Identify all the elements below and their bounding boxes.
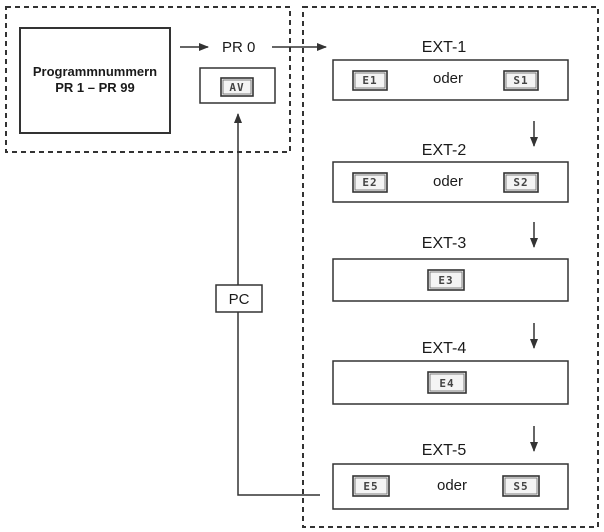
ext5-or: oder [437, 477, 467, 494]
program-box-line1: Programmnummern [33, 64, 157, 79]
ext2-or: oder [433, 173, 463, 190]
e2-key[interactable]: E2 [352, 172, 388, 193]
ext1-title: EXT-1 [422, 39, 467, 56]
ext-group-dashed-border [302, 6, 599, 528]
ext3-title: EXT-3 [422, 235, 467, 252]
program-number-box [19, 27, 171, 134]
s5-key[interactable]: S5 [502, 475, 540, 497]
s1-key[interactable]: S1 [503, 70, 539, 91]
e4-key[interactable]: E4 [427, 371, 467, 394]
ext5-title: EXT-5 [422, 442, 467, 459]
pc-label: PC [229, 291, 250, 308]
ext2-title: EXT-2 [422, 142, 467, 159]
e2-key-label: E2 [362, 176, 377, 189]
e4-key-label: E4 [439, 377, 454, 390]
pc-box [215, 284, 263, 313]
s2-key[interactable]: S2 [503, 172, 539, 193]
e3-key-label: E3 [438, 274, 453, 287]
e5-key-label: E5 [363, 480, 378, 493]
s2-key-label: S2 [513, 176, 528, 189]
pc-feedback-line [234, 113, 320, 496]
program-group-dashed-border [5, 6, 291, 153]
e3-key[interactable]: E3 [427, 269, 465, 291]
pr0-label: PR 0 [222, 39, 255, 56]
e1-key[interactable]: E1 [352, 70, 388, 91]
e5-key[interactable]: E5 [352, 475, 390, 497]
e1-key-label: E1 [362, 74, 377, 87]
s1-key-label: S1 [513, 74, 528, 87]
av-key[interactable]: AV [220, 77, 254, 97]
ext1-or: oder [433, 70, 463, 87]
s5-key-label: S5 [513, 480, 528, 493]
av-key-label: AV [229, 81, 244, 94]
program-box-line2: PR 1 – PR 99 [55, 80, 135, 95]
ext4-title: EXT-4 [422, 340, 467, 357]
